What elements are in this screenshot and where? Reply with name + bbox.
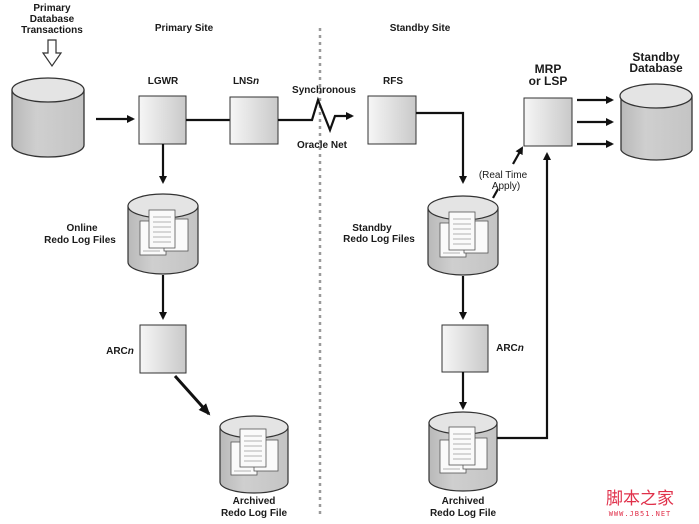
lgwr-process-box[interactable] — [138, 95, 187, 145]
primary-archived-redo-icon — [219, 415, 289, 494]
arrow-arc-to-archived — [173, 374, 211, 416]
online-redo-label: Online Redo Log Files — [44, 223, 116, 246]
svg-text:Primary: Primary — [33, 3, 71, 14]
svg-text:Archived: Archived — [442, 496, 485, 507]
svg-text:Standby: Standby — [632, 50, 680, 64]
primary-site-title: Primary Site — [155, 23, 214, 34]
svg-text:Database: Database — [629, 61, 683, 75]
standby-archived-label: Archived Redo Log File — [430, 496, 497, 519]
svg-text:Standby: Standby — [352, 223, 392, 234]
oracle-net-label: Oracle Net — [297, 140, 348, 151]
standby-site-title: Standby Site — [390, 23, 451, 34]
standby-db-label: Standby Database — [629, 50, 683, 75]
primary-archived-label: Archived Redo Log File — [221, 496, 288, 519]
svg-text:Redo Log File: Redo Log File — [221, 508, 288, 519]
standby-redo-label: Standby Redo Log Files — [343, 223, 415, 245]
online-redo-log-files-icon — [127, 193, 199, 275]
synchronous-label: Synchronous — [292, 85, 356, 96]
svg-text:Redo Log Files: Redo Log Files — [44, 235, 116, 246]
arrow-archived-to-mrp — [497, 152, 551, 440]
svg-text:Redo Log Files: Redo Log Files — [343, 234, 415, 245]
real-time-apply-label: (Real Time Apply) — [479, 170, 528, 192]
lns-process-box[interactable] — [229, 96, 279, 145]
arrow-rfs-to-standby-redo — [416, 111, 467, 184]
svg-text:Database: Database — [30, 14, 75, 25]
svg-text:Transactions: Transactions — [21, 25, 83, 36]
hollow-down-arrow-icon — [41, 39, 63, 68]
svg-text:Online: Online — [66, 223, 98, 234]
primary-arc-label: ARCn — [106, 346, 134, 357]
watermark-url: WWW.JB51.NET — [609, 510, 672, 518]
transactions-label: Primary Database Transactions — [21, 3, 83, 36]
arrow-real-time-apply — [512, 146, 523, 165]
rfs-label: RFS — [383, 76, 403, 87]
standby-database-icon — [619, 83, 693, 161]
standby-arc-label: ARCn — [496, 343, 524, 354]
watermark-text: 脚本之家 — [606, 489, 674, 509]
standby-redo-log-files-icon — [427, 195, 499, 276]
lightning-zigzag-icon — [278, 96, 354, 134]
mrp-process-box[interactable] — [523, 97, 573, 147]
svg-text:or LSP: or LSP — [529, 74, 568, 88]
primary-database-icon — [11, 77, 85, 158]
standby-arc-process-box[interactable] — [441, 324, 489, 373]
lgwr-label: LGWR — [148, 76, 179, 87]
primary-arc-process-box[interactable] — [139, 324, 187, 374]
lns-label: LNSn — [233, 76, 259, 87]
standby-archived-redo-icon — [428, 411, 498, 492]
real-time-apply-connector — [492, 188, 499, 199]
svg-text:Apply): Apply) — [492, 181, 520, 192]
watermark: 脚本之家 WWW.JB51.NET — [606, 489, 674, 518]
svg-text:Archived: Archived — [233, 496, 276, 507]
mrp-label: MRP or LSP — [529, 62, 568, 88]
svg-text:(Real Time: (Real Time — [479, 170, 528, 181]
svg-text:Redo Log File: Redo Log File — [430, 508, 497, 519]
rfs-process-box[interactable] — [367, 95, 417, 145]
svg-text:MRP: MRP — [535, 62, 562, 76]
